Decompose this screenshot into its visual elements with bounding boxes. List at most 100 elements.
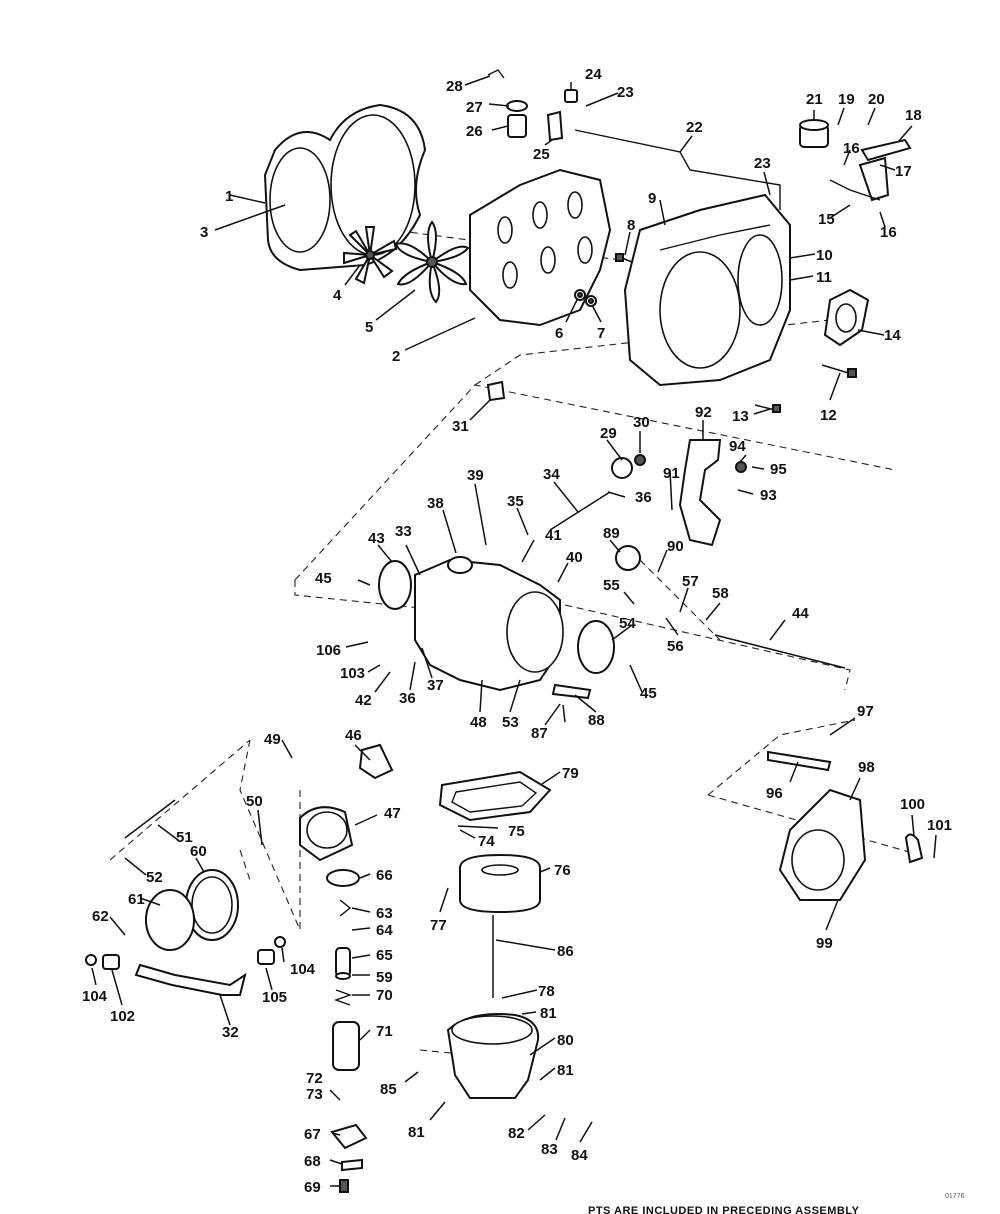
reed-petals-small	[343, 226, 398, 285]
callout: 25	[533, 146, 550, 163]
callout: 69	[304, 1179, 321, 1196]
callout: 99	[816, 935, 833, 952]
callout: 57	[682, 573, 699, 590]
callout: 38	[427, 495, 444, 512]
callout: 47	[384, 805, 401, 822]
callout: 106	[316, 642, 341, 659]
callout: 7	[597, 325, 605, 342]
callout: 92	[695, 404, 712, 421]
callout: 19	[838, 91, 855, 108]
callout: 105	[262, 989, 287, 1006]
callout: 16	[880, 224, 897, 241]
callout: 85	[380, 1081, 397, 1098]
callout: 55	[603, 577, 620, 594]
part-drawings	[85, 69, 924, 1193]
callout: 64	[376, 922, 393, 939]
callout: 36	[399, 690, 416, 707]
callout: 77	[430, 917, 447, 934]
callout: 45	[640, 685, 657, 702]
callout: 37	[427, 677, 444, 694]
callout: 21	[806, 91, 823, 108]
callout-labels: 1 2 3 4 5 6 7 8 9 10 11 12 13 14 15 16 1…	[82, 66, 952, 1196]
callout: 58	[712, 585, 729, 602]
callout: 41	[545, 527, 562, 544]
callout: 3	[200, 224, 208, 241]
callout: 81	[557, 1062, 574, 1079]
callout: 81	[540, 1005, 557, 1022]
callout: 50	[246, 793, 263, 810]
throttle-shaft	[714, 634, 846, 669]
choke-lever	[678, 439, 722, 547]
callout: 11	[816, 269, 832, 286]
callout: 73	[306, 1086, 323, 1103]
callout: 34	[543, 466, 560, 483]
callout: 20	[868, 91, 885, 108]
callout: 63	[376, 905, 393, 922]
callout: 65	[376, 947, 393, 964]
callout: 71	[376, 1023, 393, 1040]
callout: 2	[392, 348, 400, 365]
callout: 95	[770, 461, 787, 478]
callout: 33	[395, 523, 412, 540]
callout: 46	[345, 727, 362, 744]
callout: 4	[333, 287, 342, 304]
throttle-plate-43	[378, 560, 412, 610]
float-71	[332, 1021, 360, 1071]
callout: 86	[557, 943, 574, 960]
fuel-hose	[134, 963, 247, 996]
callout: 104	[82, 988, 108, 1005]
callout: 91	[663, 465, 680, 482]
callout: 27	[466, 99, 483, 116]
leader-lines	[91, 75, 937, 1187]
callout: 97	[857, 703, 874, 720]
callout: 80	[557, 1032, 574, 1049]
callout: 94	[729, 438, 746, 455]
callout: 52	[146, 869, 163, 886]
float-76	[459, 853, 541, 914]
callout: 67	[304, 1126, 321, 1143]
callout: 28	[446, 78, 463, 95]
diaphragm	[145, 889, 195, 951]
callout: 76	[554, 862, 571, 879]
callout: 23	[754, 155, 771, 172]
callout: 39	[467, 467, 484, 484]
callout: 72	[306, 1070, 323, 1087]
callout: 68	[304, 1153, 321, 1170]
callout: 104	[290, 961, 316, 978]
callout: 9	[648, 190, 656, 207]
callout: 102	[110, 1008, 135, 1025]
callout: 75	[508, 823, 525, 840]
callout: 79	[562, 765, 579, 782]
callout: 83	[541, 1141, 558, 1158]
callout: 43	[368, 530, 385, 547]
callout: 18	[905, 107, 922, 124]
callout: 8	[627, 217, 635, 234]
callout: 17	[895, 163, 912, 180]
callout: 101	[927, 817, 952, 834]
callout: 90	[667, 538, 684, 555]
callout: 16	[843, 140, 860, 157]
callout: 32	[222, 1024, 239, 1041]
callout: 12	[820, 407, 837, 424]
callout: 53	[502, 714, 519, 731]
throttle-plate-54	[577, 620, 615, 674]
callout: 59	[376, 969, 393, 986]
callout: 61	[128, 891, 145, 908]
callout: 5	[365, 319, 373, 336]
callout: 60	[190, 843, 207, 860]
callout: 22	[686, 119, 703, 136]
callout: 98	[858, 759, 875, 776]
callout: 31	[452, 418, 469, 435]
callout: 84	[571, 1147, 588, 1164]
linkage-rod	[574, 129, 781, 210]
callout: 70	[376, 987, 393, 1004]
callout: 87	[531, 725, 548, 742]
callout: 103	[340, 665, 365, 682]
callout: 51	[176, 829, 193, 846]
callout: 29	[600, 425, 617, 442]
callout: 48	[470, 714, 487, 731]
callout: 36	[635, 489, 652, 506]
callout: 35	[507, 493, 524, 510]
callout: 62	[92, 908, 109, 925]
callout: 45	[315, 570, 332, 587]
